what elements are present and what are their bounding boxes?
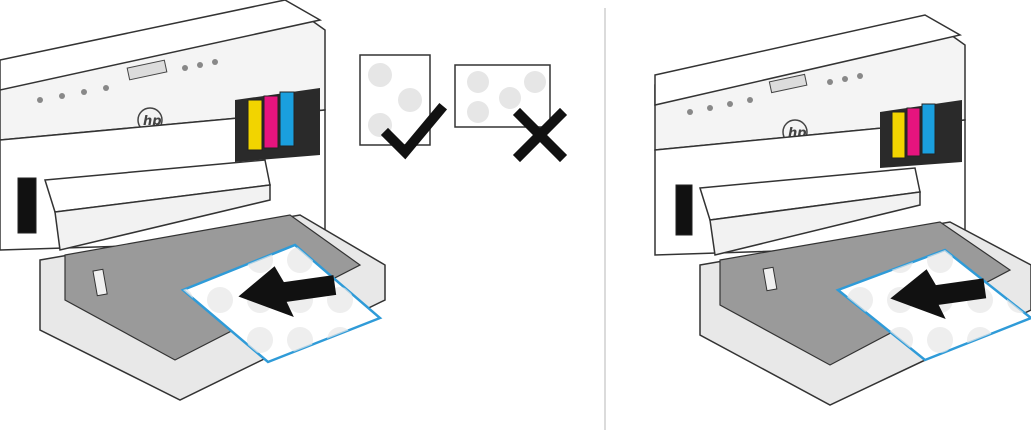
landscape-paper-icon	[455, 65, 550, 127]
left-panel-printer: hp	[0, 0, 385, 400]
orientation-guide	[360, 55, 560, 155]
ink-tanks-left	[248, 92, 294, 150]
ink-tanks-right	[892, 104, 935, 158]
right-panel-printer: hp	[655, 15, 1031, 405]
